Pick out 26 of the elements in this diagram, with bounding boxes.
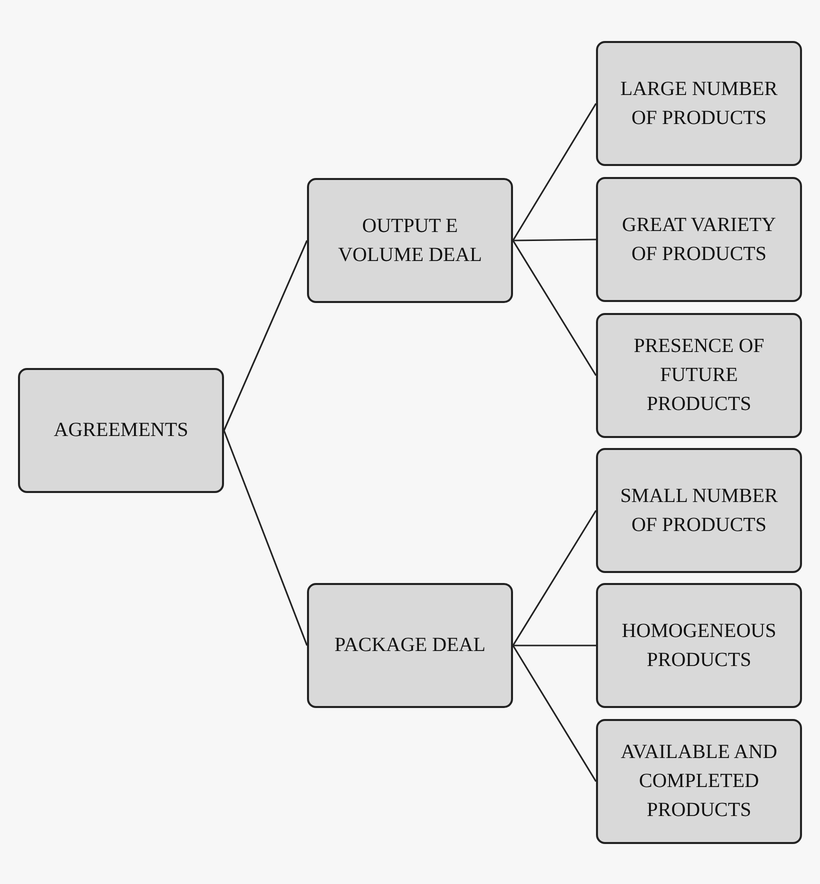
process-box xyxy=(307,583,513,708)
box-label: AVAILABLE AND COMPLETED PRODUCTS xyxy=(620,740,778,823)
connector-line xyxy=(513,644,596,646)
connector-line xyxy=(512,645,597,782)
box-label: OUTPUT E VOLUME DEAL xyxy=(337,214,483,268)
connector-line xyxy=(512,510,597,646)
box-label: SMALL NUMBER OF PRODUCTS xyxy=(619,484,779,538)
process-box xyxy=(596,719,802,844)
box-label: LARGE NUMBER OF PRODUCTS xyxy=(619,76,779,130)
box-label: HOMOGENEOUS PRODUCTS xyxy=(620,618,778,672)
process-box xyxy=(596,583,802,708)
connector-line xyxy=(512,238,596,242)
process-box xyxy=(596,177,802,302)
box-label: PRESENCE OF FUTURE PRODUCTS xyxy=(632,334,766,417)
process-box xyxy=(18,368,224,493)
process-box xyxy=(596,448,802,573)
box-label: GREAT VARIETY OF PRODUCTS xyxy=(621,212,777,266)
process-box xyxy=(307,178,513,303)
connector-line xyxy=(512,240,597,376)
connector-line xyxy=(223,430,308,646)
process-box xyxy=(596,41,802,166)
box-label: AGREEMENTS xyxy=(54,418,188,443)
process-box xyxy=(596,313,802,438)
box-label: PACKAGE DEAL xyxy=(334,633,486,658)
connector-line xyxy=(512,103,597,241)
connector-line xyxy=(223,240,308,431)
